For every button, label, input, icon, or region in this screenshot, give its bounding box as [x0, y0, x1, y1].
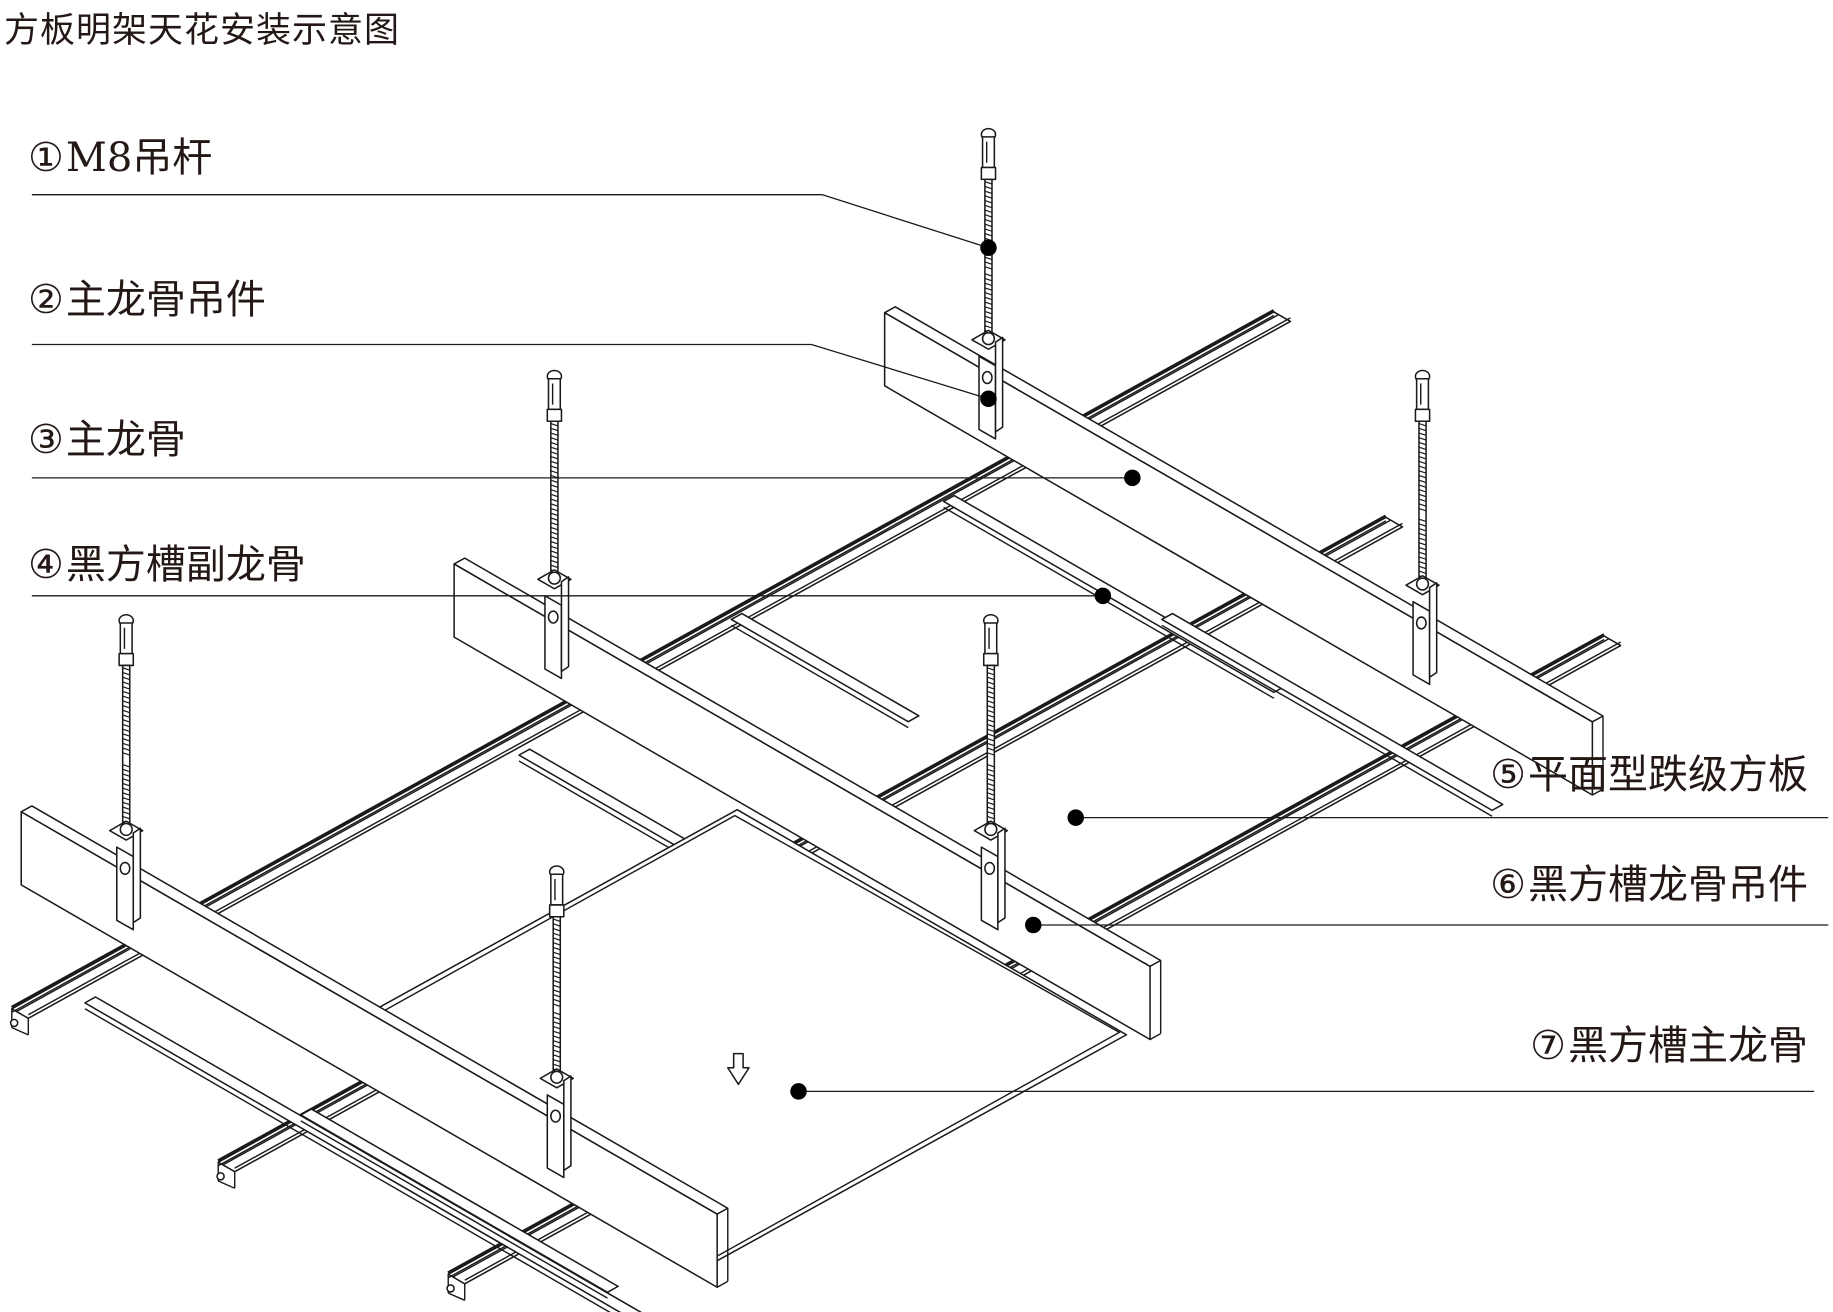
- callout-number-5: ⑤: [1490, 752, 1526, 798]
- hanger-rod-6: [539, 865, 575, 1179]
- callout-label-2: ②主龙骨吊件: [28, 280, 266, 320]
- callout-text-2: 主龙骨吊件: [65, 277, 266, 323]
- cross-tee-5: [1161, 612, 1504, 817]
- cross-tee-6: [730, 612, 920, 729]
- hanger-rod-4: [108, 613, 144, 931]
- callout-text-4: 黑方槽副龙骨: [65, 542, 306, 588]
- callout-label-4: ④黑方槽副龙骨: [28, 545, 306, 585]
- down-arrow-icon: [727, 1052, 750, 1086]
- leader-dot-6: [1025, 916, 1042, 934]
- leader-dot-2: [980, 390, 997, 408]
- callout-leaders: [31, 194, 1829, 1100]
- leader-dot-3: [1124, 469, 1141, 487]
- callout-label-5: ⑤平面型跌级方板: [1490, 755, 1808, 795]
- callout-label-6: ⑥黑方槽龙骨吊件: [1490, 865, 1808, 905]
- callout-text-5: 平面型跌级方板: [1528, 752, 1808, 798]
- ceiling-grid-structure: [9, 127, 1622, 1312]
- hanger-rod-1: [971, 127, 1006, 440]
- callout-number-2: ②: [28, 277, 64, 323]
- callout-text-7: 黑方槽主龙骨: [1568, 1023, 1808, 1069]
- callout-label-3: ③主龙骨: [28, 420, 186, 460]
- leader-dot-7: [790, 1083, 807, 1100]
- hanger-rod-2: [537, 369, 572, 680]
- callout-number-6: ⑥: [1490, 862, 1526, 908]
- leader-dot-1: [980, 239, 997, 257]
- leader-line-2: [31, 343, 989, 400]
- cross-tee-1: [84, 996, 642, 1312]
- callout-label-7: ⑦黑方槽主龙骨: [1530, 1026, 1808, 1066]
- callout-text-1: M8吊杆: [65, 135, 213, 181]
- callout-label-1: ①M8吊杆: [28, 138, 212, 178]
- callout-number-4: ④: [28, 542, 64, 588]
- hanger-rod-5: [973, 613, 1009, 931]
- cross-tee-2: [300, 1108, 619, 1299]
- hanger-rod-3: [1405, 369, 1440, 686]
- leader-dot-4: [1094, 587, 1112, 605]
- leader-line-1: [31, 194, 989, 249]
- leader-dot-5: [1067, 809, 1084, 826]
- callout-number-3: ③: [28, 417, 64, 463]
- callout-text-3: 主龙骨: [65, 417, 186, 463]
- diagram-title: 方板明架天花安装示意图: [4, 11, 401, 51]
- callout-text-6: 黑方槽龙骨吊件: [1528, 862, 1808, 908]
- callout-number-7: ⑦: [1530, 1023, 1566, 1069]
- callout-number-1: ①: [28, 135, 64, 181]
